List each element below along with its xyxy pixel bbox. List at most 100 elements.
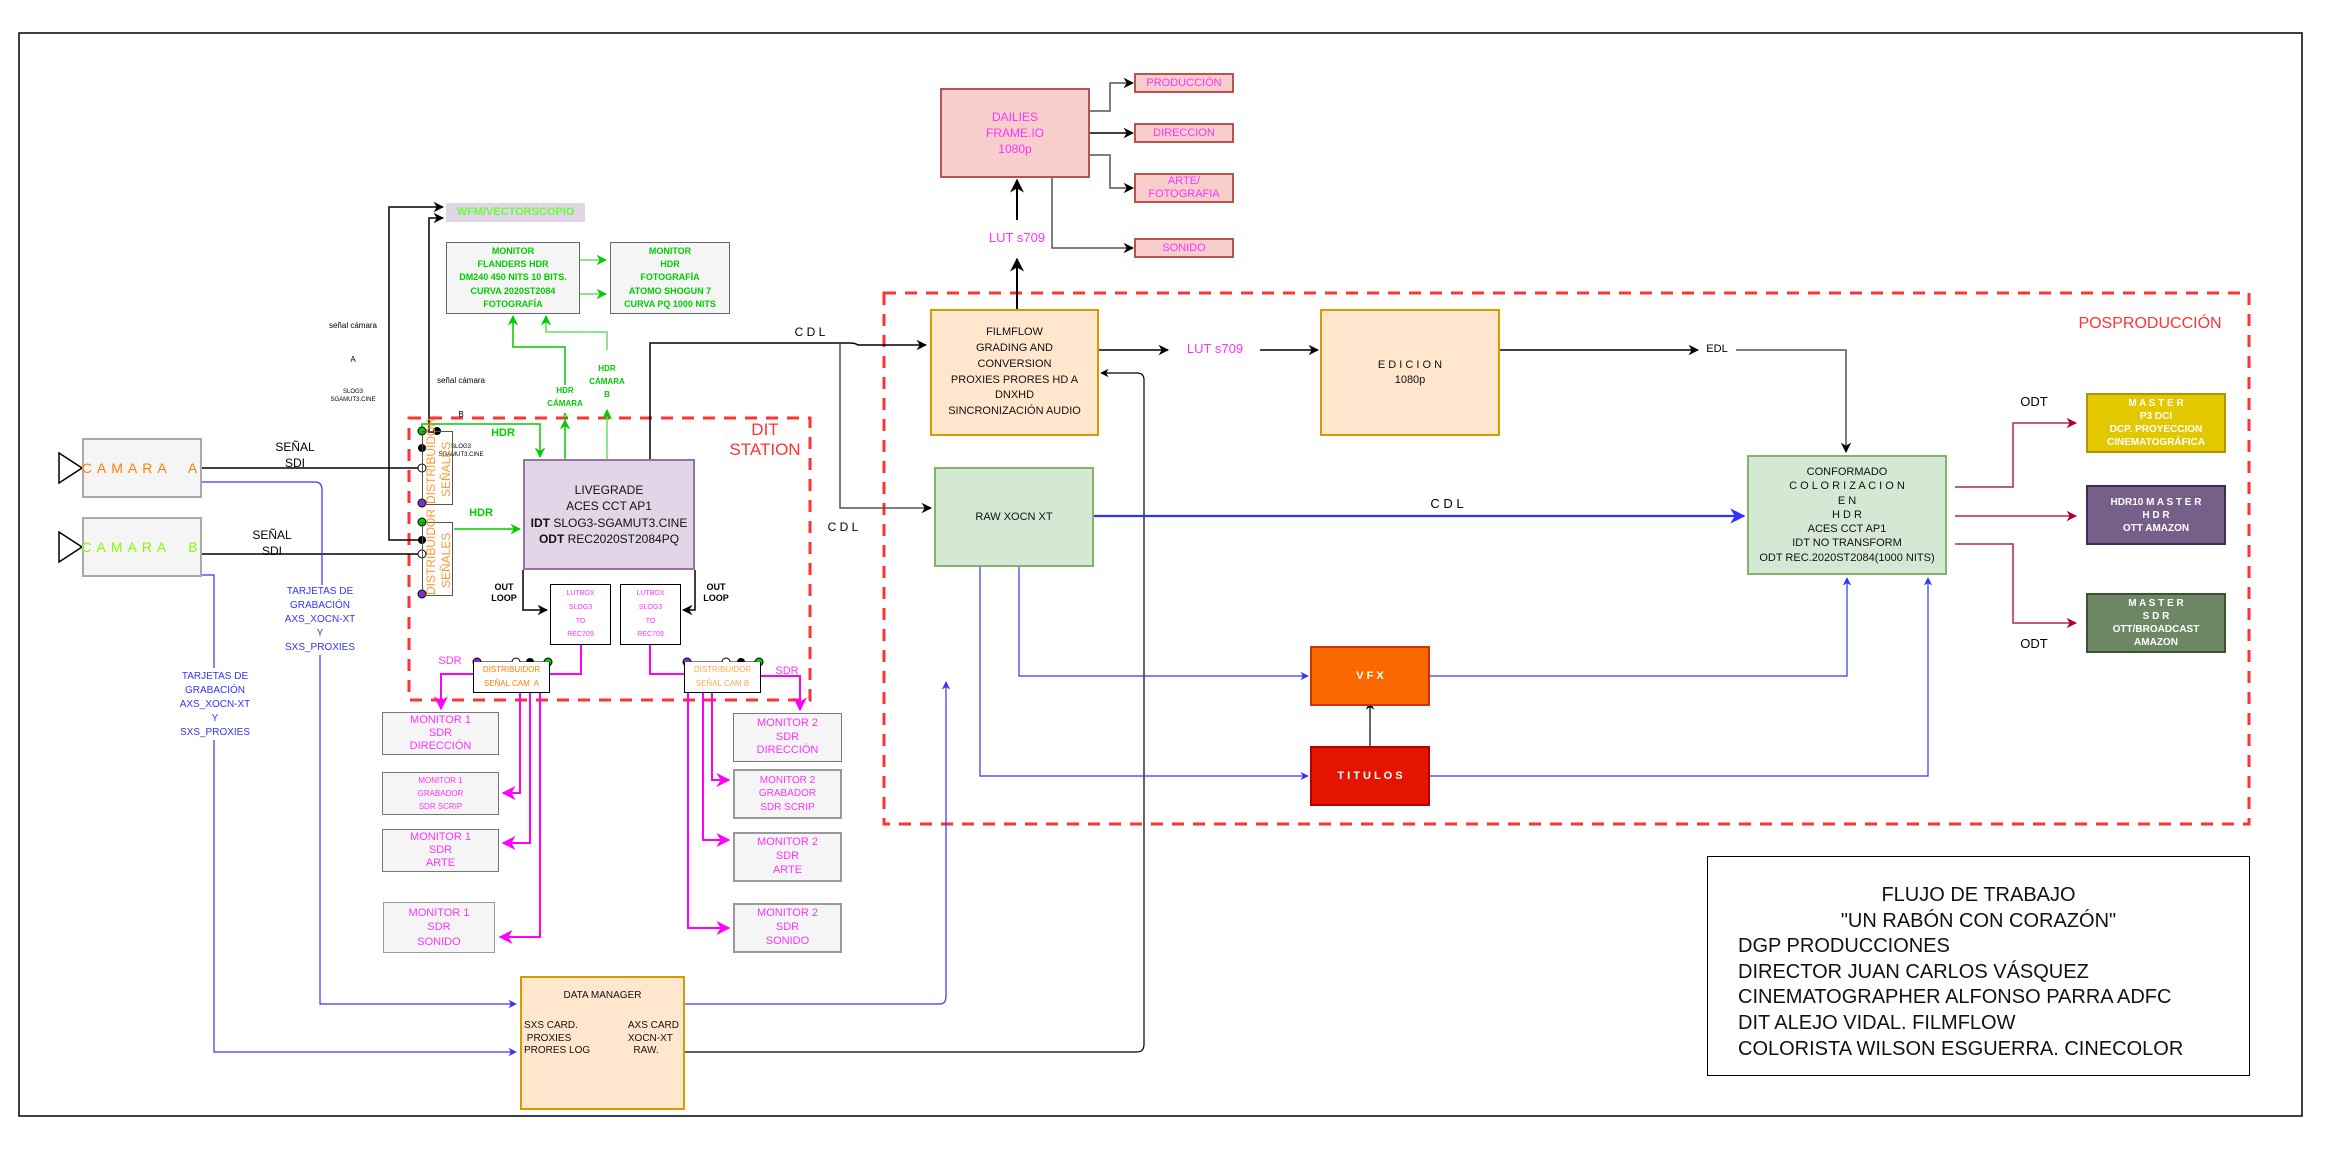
monitor-1-sonido-text: MONITOR 1 SDR SONIDO	[408, 907, 470, 948]
data-manager-right: AXS CARD XOCN-XT RAW.	[627, 1020, 679, 1056]
cdl-label-conformado: C D L	[1430, 496, 1464, 511]
monitor-1-sonido[interactable]: MONITOR 1 SDR SONIDO	[383, 902, 495, 953]
titulos-box[interactable]: T I T U L O S	[1310, 746, 1430, 806]
master-sdr[interactable]: M A S T E R S D R OTT/BROADCAST AMAZON	[2086, 593, 2226, 653]
camera-b-box[interactable]: CAMARA B	[81, 517, 203, 577]
master-p3-dci[interactable]: M A S T E R P3 DCI DCP. PROYECCION CINEM…	[2086, 393, 2226, 453]
monitor-flanders-hdr[interactable]: MONITOR FLANDERS HDR DM240 450 NITS 10 B…	[446, 242, 580, 314]
distribuidor-cam-b-title: DISTRIBUIDOR	[693, 665, 752, 675]
monitor-2-sonido[interactable]: MONITOR 2 SDR SONIDO	[733, 903, 842, 953]
credits-film-title: "UN RABÓN CON CORAZÓN"	[1840, 909, 2117, 932]
credits-line: DIRECTOR JUAN CARLOS VÁSQUEZ	[1738, 960, 2089, 983]
lutbox-a-text: LUTBOX SLOG3 TO REC709	[566, 590, 595, 639]
credits-title: FLUJO DE TRABAJO	[1881, 884, 2076, 906]
monitor-2-direccion[interactable]: MONITOR 2 SDR DIRECCIÓN	[733, 713, 842, 762]
hdr-camara-b-label: HDR CÁMARA B	[589, 364, 625, 399]
camera-a-triangle-icon	[58, 451, 84, 485]
titulos-label: T I T U L O S	[1337, 769, 1403, 782]
lutbox-a-to-dist	[550, 645, 582, 675]
odt-label-top: ODT	[2020, 394, 2048, 409]
cdl-label-top: C D L	[794, 325, 826, 339]
monitor-2-direccion-text: MONITOR 2 SDR DIRECCIÓN	[756, 716, 819, 757]
camera-a-box[interactable]: CAMARA A	[82, 438, 202, 498]
tarjetas-a-line	[202, 481, 323, 588]
dailies-arte-label: ARTE/ FOTOGRAFIA	[1148, 174, 1220, 200]
posproduccion-region	[882, 291, 2251, 826]
odt-to-p3	[1955, 417, 2078, 488]
edicion-sub: 1080p	[1394, 373, 1426, 386]
cdl-line-top	[649, 339, 928, 459]
data-manager-title: DATA MANAGER	[563, 990, 642, 1001]
odt-key: ODT	[538, 531, 565, 546]
hdr-cam-b-line-upper	[540, 314, 608, 350]
raw-xocn-box[interactable]: RAW XOCN XT	[934, 467, 1094, 567]
monitor-2-arte[interactable]: MONITOR 2 SDR ARTE	[733, 832, 842, 882]
titulos-to-conformado	[1430, 577, 1933, 777]
monitor-hdr-shogun[interactable]: MONITOR HDR FOTOGRAFÍA ATOMO SHOGUN 7 CU…	[610, 242, 730, 314]
sdr-label-a: SDR	[438, 655, 462, 667]
sdr-label-b: SDR	[775, 665, 799, 677]
dailies-direccion[interactable]: DIRECCION	[1134, 123, 1234, 143]
dailies-to-sonido	[1051, 178, 1135, 254]
cdl-line-raw	[839, 343, 933, 514]
odt-label-bottom: ODT	[2020, 636, 2048, 651]
dailies-box[interactable]: DAILIES FRAME.IO 1080p	[940, 88, 1090, 178]
monitor-2-grabador-text: MONITOR 2 GRABADOR SDR SCRIP	[758, 774, 817, 813]
data-manager-box[interactable]: DATA MANAGER SXS CARD. PROXIES PRORES LO…	[520, 976, 685, 1110]
tarjetas-a-line-lower	[319, 653, 517, 1009]
monitor-1-arte[interactable]: MONITOR 1 SDR ARTE	[382, 829, 499, 872]
edicion-title: E D I C I O N	[1377, 359, 1443, 372]
master-hdr10[interactable]: HDR10 M A S T E R H D R OTT AMAZON	[2086, 485, 2226, 545]
out-loop-label-b: OUT LOOP	[703, 582, 729, 603]
lutbox-a[interactable]: LUTBOX SLOG3 TO REC709	[550, 584, 611, 645]
edl-to-conformado	[1736, 349, 1852, 454]
vfx-to-conformado	[1430, 577, 1852, 677]
livegrade-box[interactable]: LIVEGRADE ACES CCT AP1 IDT SLOG3-SGAMUT3…	[523, 459, 695, 570]
conformado-box[interactable]: CONFORMADO C O L O R I Z A C I O N E N H…	[1747, 455, 1947, 575]
distribuidor-cam-b-sub: SEÑAL CAM B	[695, 679, 750, 688]
conformado-text: CONFORMADO C O L O R I Z A C I O N E N H…	[1759, 465, 1935, 564]
dailies-arte-fotografia[interactable]: ARTE/ FOTOGRAFIA	[1134, 173, 1234, 203]
edicion-box[interactable]: E D I C I O N 1080p	[1320, 309, 1500, 436]
idt-key: IDT	[530, 515, 550, 530]
posproduccion-label: POSPRODUCCIÓN	[2078, 315, 2222, 332]
wfm-line-a	[388, 201, 445, 541]
monitor-1-arte-text: MONITOR 1 SDR ARTE	[410, 830, 471, 870]
data-manager-left: SXS CARD. PROXIES PRORES LOG	[524, 1020, 591, 1056]
monitor-1-grabador[interactable]: MONITOR 1 GRABADOR SDR SCRIP	[382, 772, 499, 815]
idt-value: SLOG3-SGAMUT3.CINE	[553, 515, 688, 530]
signal-note-b: señal cámara B SLOG3 SGAMUT3.CINE	[430, 355, 492, 481]
lutbox-b[interactable]: LUTBOX SLOG3 TO REC709	[620, 584, 681, 645]
monitor-1-direccion[interactable]: MONITOR 1 SDR DIRECCIÓN	[382, 712, 499, 755]
dailies-sonido[interactable]: SONIDO	[1134, 238, 1234, 258]
master-p3-text: M A S T E R P3 DCI DCP. PROYECCION CINEM…	[2107, 398, 2205, 448]
signal-note-b-title: señal cámara	[436, 375, 486, 385]
distribuidor-cam-a-title: DISTRIBUIDOR	[482, 665, 541, 675]
livegrade-idt: IDT SLOG3-SGAMUT3.CINE	[531, 515, 688, 531]
distribuidor-senales-2-label: DISTRIBUIDOR SEÑALES	[424, 508, 453, 595]
vfx-label: V F X	[1356, 669, 1384, 682]
signal-note-a-title: señal cámara	[328, 320, 378, 330]
filmflow-box[interactable]: FILMFLOW GRADING AND CONVERSION PROXIES …	[930, 309, 1099, 436]
dailies-produccion[interactable]: PRODUCCIÓN	[1134, 73, 1234, 93]
raw-to-titulos	[979, 567, 1309, 781]
dist-b-to-m2-son	[687, 693, 731, 935]
distribuidor-senales-1-label: DISTRIBUIDOR SEÑALES	[424, 417, 453, 504]
distribuidor-senales-1[interactable]: DISTRIBUIDOR SEÑALES	[422, 417, 453, 505]
edl-label: EDL	[1706, 343, 1728, 355]
dailies-to-produccion	[1090, 77, 1135, 112]
distribuidor-cam-b[interactable]: DISTRIBUIDOR SEÑAL CAM B	[684, 662, 761, 693]
sdr-to-m2-dir	[761, 675, 807, 712]
dist-a-to-m1-arte	[501, 693, 531, 850]
camera-b-label: CAMARA B	[81, 538, 203, 555]
signal-note-a-spec: SLOG3 SGAMUT3.CINE	[330, 389, 376, 403]
dist-b-to-m2-grab	[711, 693, 731, 787]
distribuidor-cam-a[interactable]: DISTRIBUIDOR SEÑAL CAM A	[473, 662, 550, 693]
signal-note-a-cam: A	[350, 354, 356, 364]
dist-b-to-m2-arte	[702, 693, 731, 847]
vfx-box[interactable]: V F X	[1310, 646, 1430, 706]
dm-to-filmflow	[685, 368, 1145, 1053]
monitor-2-grabador[interactable]: MONITOR 2 GRABADOR SDR SCRIP	[733, 769, 842, 819]
wfm-vectorscopio[interactable]: WFM/VECTORSCOPIO	[446, 203, 585, 222]
distribuidor-senales-2[interactable]: DISTRIBUIDOR SEÑALES	[422, 508, 453, 596]
